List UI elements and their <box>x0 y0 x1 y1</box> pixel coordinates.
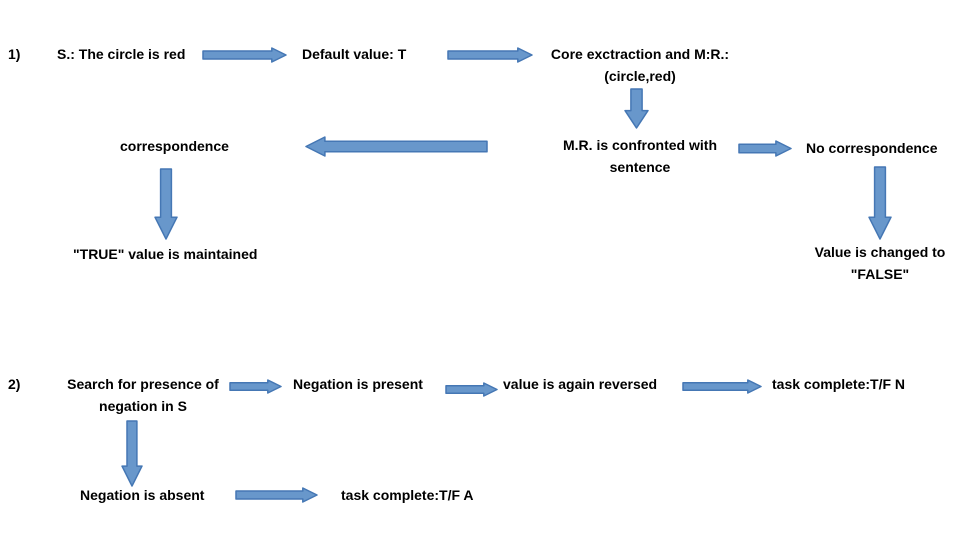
node-core-extraction: Core exctraction and M:R.: (circle,red) <box>550 46 730 84</box>
node-task-complete-n: task complete:T/F N <box>772 376 906 392</box>
arrow-default-to-core-icon <box>447 47 533 63</box>
arrow-correspondence-down-icon <box>154 168 178 240</box>
node-correspondence: correspondence <box>120 138 229 154</box>
arrow-search-down-icon <box>121 420 143 487</box>
node-no-correspondence: No correspondence <box>806 140 938 156</box>
node-mr-confronted: M.R. is confronted with sentence <box>563 137 717 175</box>
section2-label: 2) <box>8 376 21 392</box>
arrow-absent-to-complete-icon <box>235 487 318 503</box>
arrow-search-to-present-icon <box>229 379 282 394</box>
node-negation-present: Negation is present <box>293 376 423 392</box>
arrow-present-to-reversed-icon <box>445 382 498 397</box>
node-value-reversed: value is again reversed <box>503 376 658 392</box>
arrow-no-correspondence-down-icon <box>868 166 892 240</box>
arrow-mr-to-no-correspondence-icon <box>738 140 792 157</box>
node-search-negation: Search for presence of negation in S <box>67 376 219 414</box>
arrow-core-down-icon <box>624 88 649 129</box>
section1-label: 1) <box>8 46 21 62</box>
arrow-mr-to-correspondence-icon <box>305 136 488 157</box>
node-default-value: Default value: T <box>302 46 407 62</box>
node-source-sentence: S.: The circle is red <box>57 46 186 62</box>
node-value-changed: Value is changed to "FALSE" <box>814 244 946 282</box>
node-negation-absent: Negation is absent <box>80 487 205 503</box>
arrow-reversed-to-complete-icon <box>682 379 762 394</box>
node-task-complete-a: task complete:T/F A <box>341 487 474 503</box>
node-true-maintained: "TRUE" value is maintained <box>73 246 258 262</box>
arrow-sentence-to-default-icon <box>202 47 287 63</box>
